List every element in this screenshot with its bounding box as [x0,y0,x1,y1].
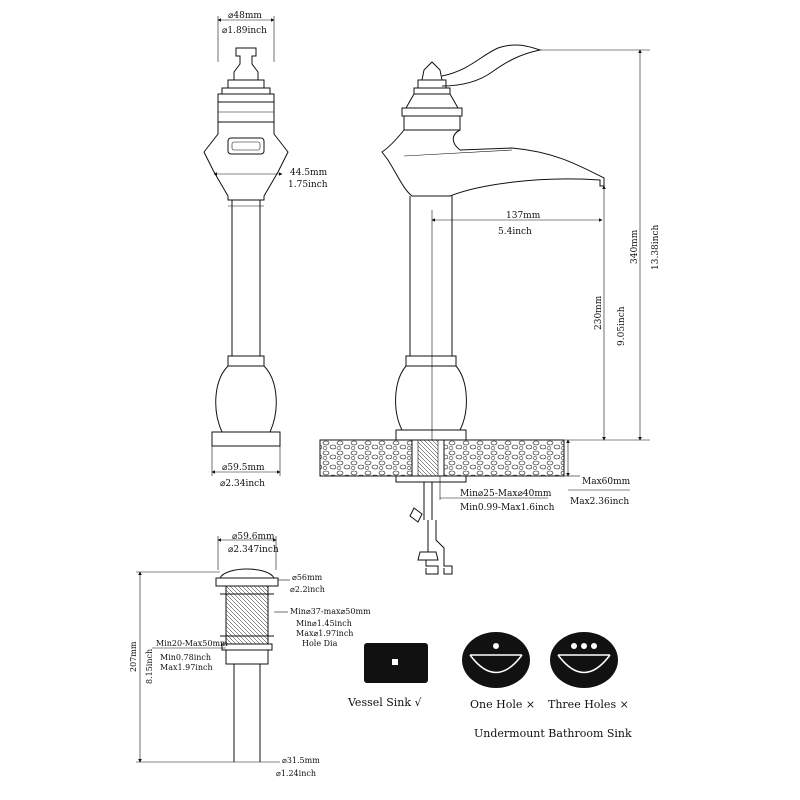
undermount-label: Undermount Bathroom Sink [474,727,632,740]
drain-hole-range-mm: Min⌀37-max⌀50mm [290,607,371,616]
side-base-dia-mm: ⌀59.5mm [222,463,265,473]
front-spout-height-mm: 230mm [594,295,604,330]
side-base-dia-in: ⌀2.34inch [220,479,265,489]
three-holes-label: Three Holes × [548,698,629,711]
front-reach-mm: 137mm [506,211,541,221]
side-top-dia-in: ⌀1.89inch [222,26,267,36]
drain-cap-dia-mm: ⌀59.6mm [232,532,275,542]
drain-cap-dia-in: ⌀2.347inch [228,545,279,555]
drain-height-in: 8.15inch [145,649,154,684]
front-total-height-in: 13.38inch [651,225,661,270]
front-reach-in: 5.4inch [498,227,532,237]
front-spout-height-in: 9.05inch [617,306,627,346]
front-hole-in: Min0.99-Max1.6inch [460,503,555,513]
side-view: ⌀48mm ⌀1.89inch 44.5mm 1.75inch ⌀59.5mm … [203,11,328,489]
drain-thick-max-in: Max1.97inch [160,663,213,672]
side-body-width-mm: 44.5mm [290,168,328,178]
vessel-sink-label: Vessel Sink √ [347,696,423,709]
one-hole-sink-icon [462,632,530,688]
front-deck-max-mm: Max60mm [582,477,631,487]
drain-hole-label: Hole Dia [302,639,338,648]
drain-view: ⌀59.6mm ⌀2.347inch ⌀56mm ⌀2.2inch Min⌀37… [129,532,371,778]
drain-tail-dia-in: ⌀1.24inch [276,769,316,778]
front-view: 137mm 5.4inch 230mm 9.05inch 340mm 13.38… [319,44,661,575]
one-hole-label: One Hole × [470,698,535,711]
front-total-height-mm: 340mm [630,229,640,264]
vessel-sink-icon [364,643,428,683]
front-hole-mm: Min⌀25-Max⌀40mm [460,489,552,499]
drain-flange-in: ⌀2.2inch [290,585,325,594]
drain-thick-min-in: Min0.78inch [160,653,211,662]
drain-hole-min-in: Min⌀1.45inch [296,619,352,628]
drain-flange-mm: ⌀56mm [292,573,323,582]
drain-hole-max-in: Max⌀1.97inch [296,629,353,638]
sink-types: Vessel Sink √ One Hole × Three Holes × U… [347,632,632,740]
side-top-dia-mm: ⌀48mm [228,11,262,21]
drain-height-mm: 207mm [129,641,138,672]
side-body-width-in: 1.75inch [288,180,328,190]
drain-tail-dia-mm: ⌀31.5mm [282,756,320,765]
three-holes-sink-icon [550,632,618,688]
drain-thick-mm: Min20-Max50mm [156,639,228,648]
front-deck-max-in: Max2.36inch [570,497,629,507]
